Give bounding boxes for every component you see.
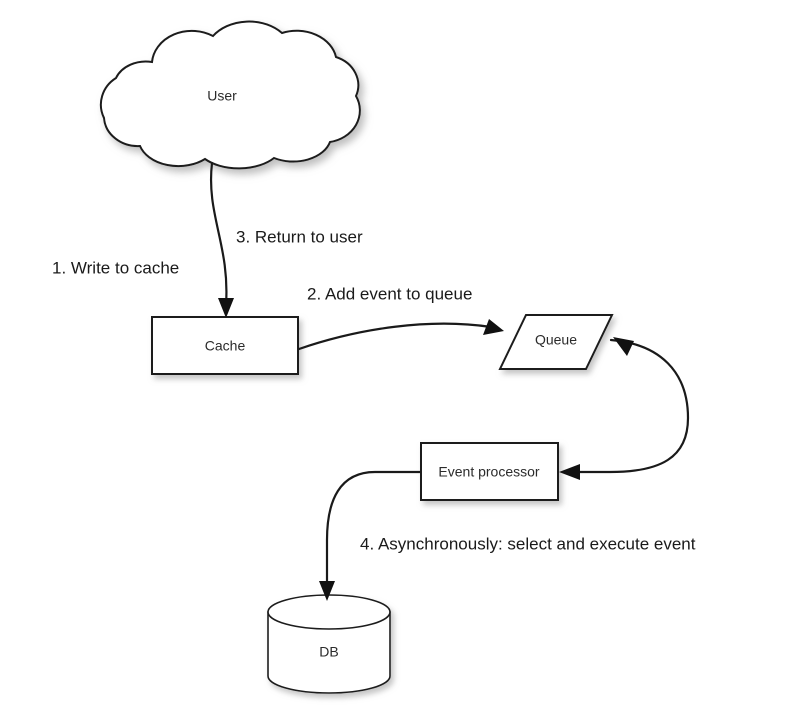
node-queue[interactable]: Queue <box>498 314 614 370</box>
edge-user-to-cache <box>210 161 234 318</box>
node-event-processor[interactable]: Event processor <box>420 442 559 501</box>
node-db[interactable]: DB <box>267 594 391 694</box>
node-queue-label: Queue <box>535 332 577 348</box>
edge-label-asynchronously-select-execute: 4. Asynchronously: select and execute ev… <box>360 534 696 553</box>
node-db-label: DB <box>319 644 338 660</box>
node-user-label: User <box>207 88 237 104</box>
edge-label-write-to-cache: 1. Write to cache <box>52 258 179 277</box>
node-cache[interactable]: Cache <box>151 316 299 375</box>
node-cache-label: Cache <box>205 338 246 354</box>
edge-event-processor-to-db <box>319 470 422 601</box>
edge-label-return-to-user: 3. Return to user <box>236 227 363 246</box>
node-event-processor-label: Event processor <box>438 464 539 480</box>
edge-label-add-event-to-queue: 2. Add event to queue <box>307 284 472 303</box>
edge-cache-to-queue <box>297 319 504 351</box>
node-user[interactable]: User <box>99 20 361 170</box>
edge-queue-event-processor-loop <box>559 337 690 480</box>
